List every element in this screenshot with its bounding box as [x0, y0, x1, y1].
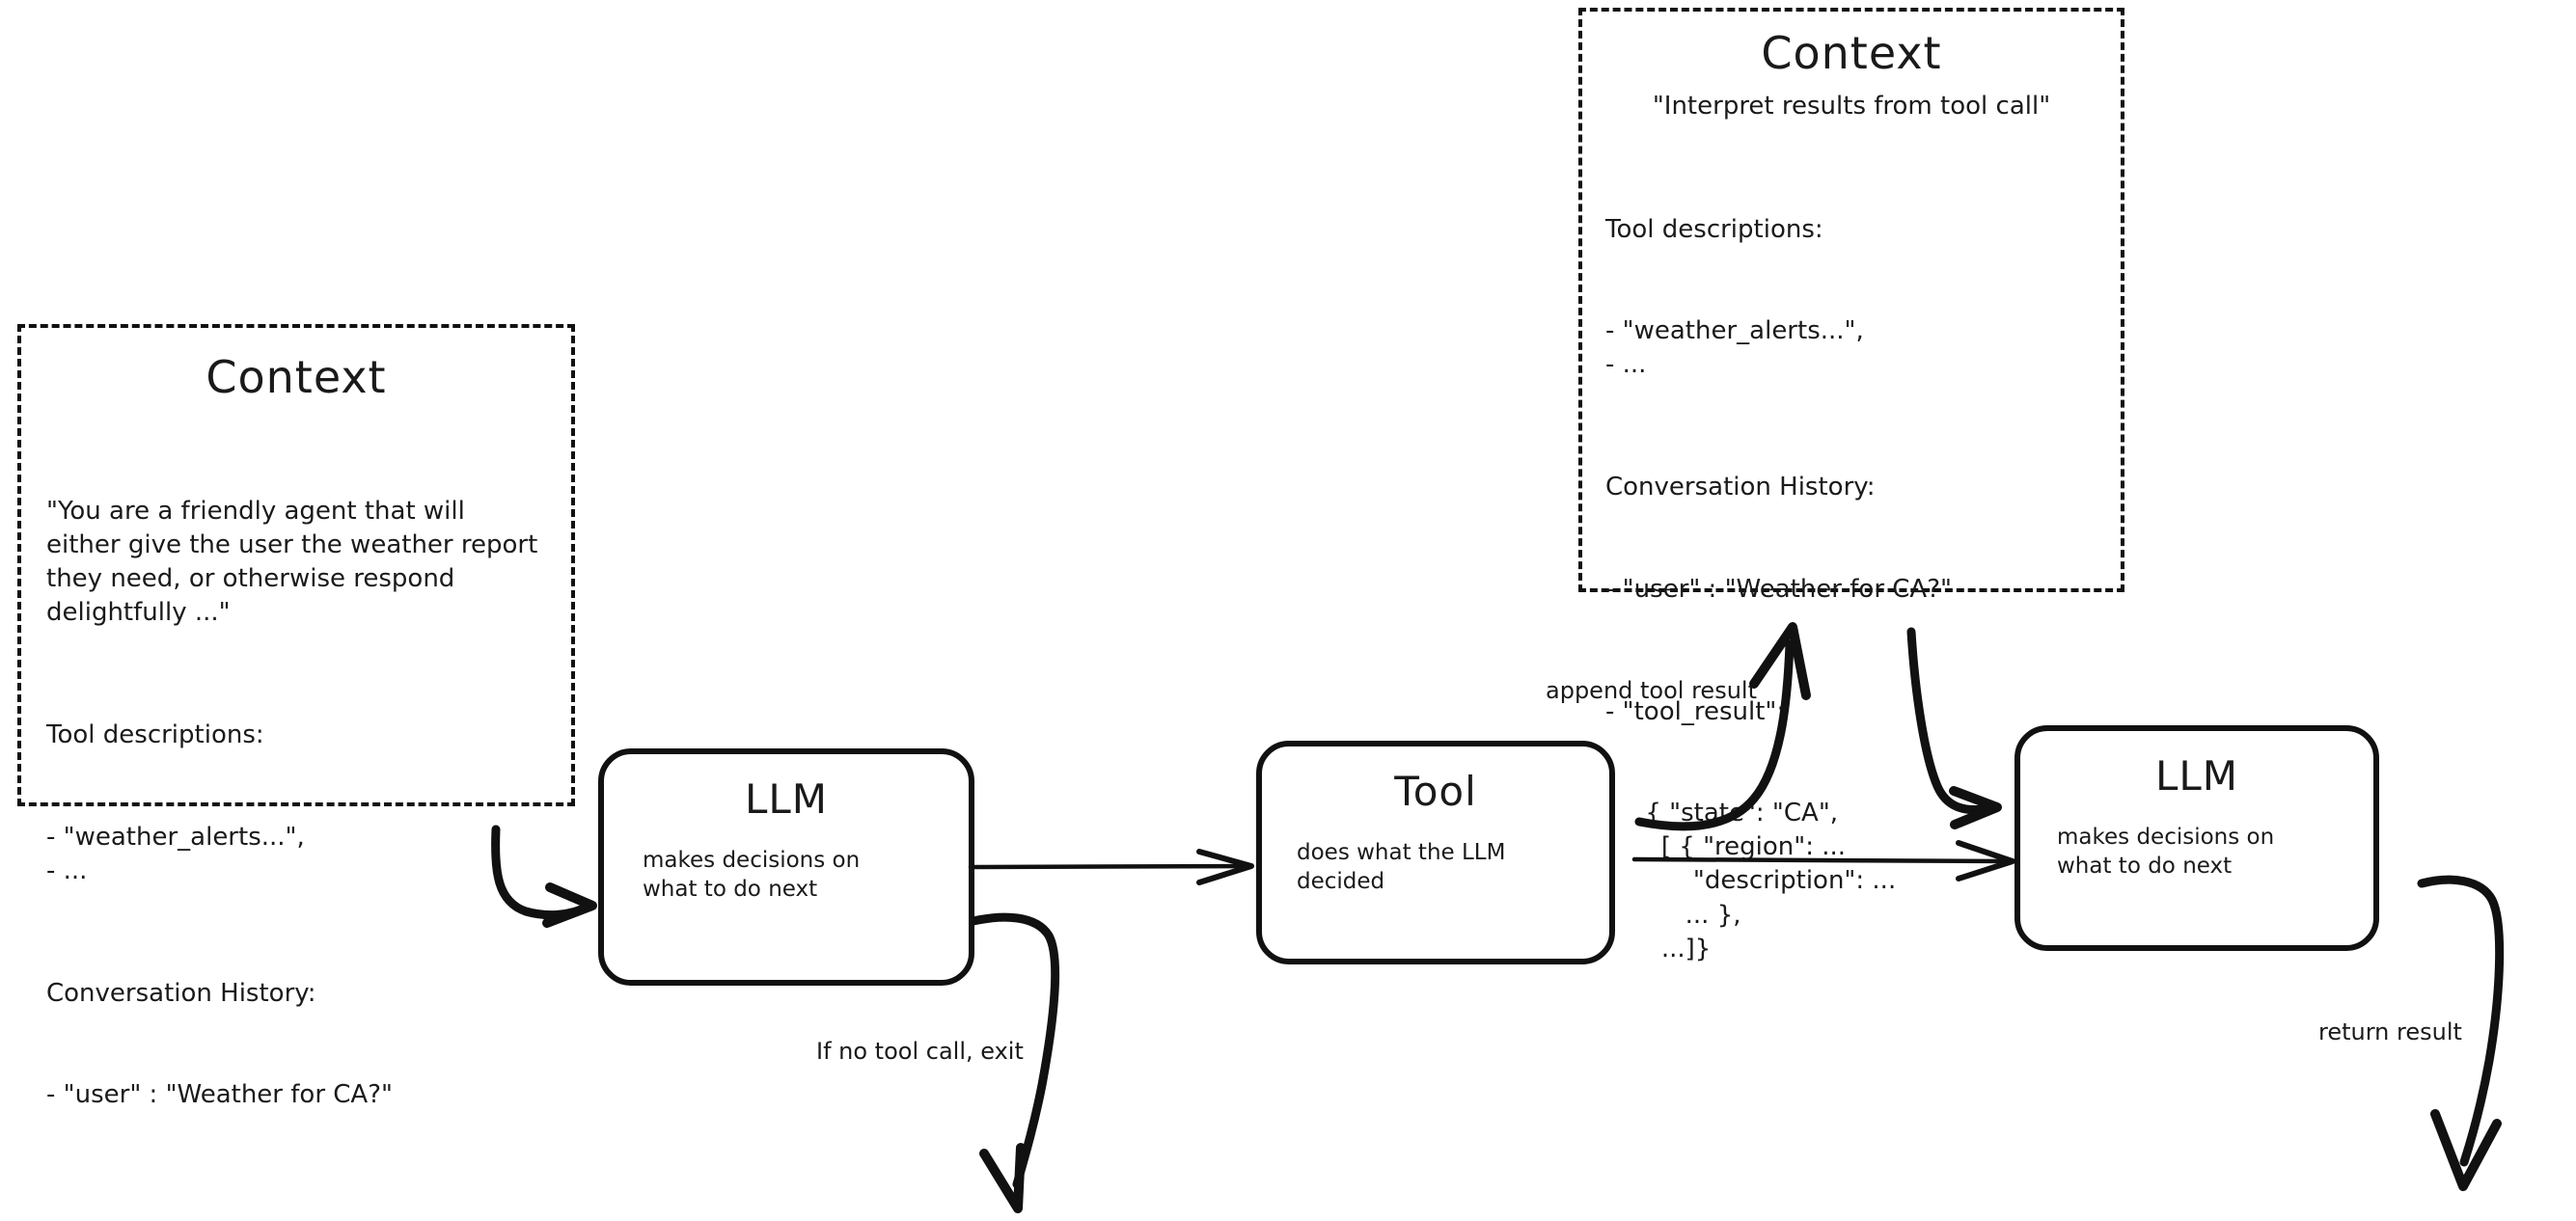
node-llm-second-subtitle: makes decisions on what to do next — [2057, 825, 2275, 879]
context-left-conversation-heading: Conversation History: — [46, 979, 316, 1008]
context-left-conversation-items: - "user" : "Weather for CA?" — [46, 1080, 393, 1110]
node-tool-title: Tool — [1394, 768, 1477, 815]
context-left-tools-items: - "weather_alerts...", - ... — [46, 822, 305, 885]
context-right-tools-heading: Tool descriptions: — [1605, 214, 1823, 244]
arrow-llm1-to-tool — [968, 849, 1254, 885]
node-llm-first-title: LLM — [744, 775, 829, 823]
node-tool[interactable]: Tool does what the LLM decided — [1256, 741, 1615, 964]
context-right-conversation-heading: Conversation History: — [1605, 473, 1876, 502]
node-llm-first[interactable]: LLM makes decisions on what to do next — [598, 748, 974, 986]
node-llm-first-subtitle: makes decisions on what to do next — [643, 848, 861, 902]
edge-label-exit: If no tool call, exit — [816, 1038, 1024, 1065]
context-left-tools-heading: Tool descriptions: — [46, 720, 264, 750]
context-right-tools-items: - "weather_alerts...", - ... — [1605, 316, 1864, 380]
context-left-system-prompt: "You are a friendly agent that will eith… — [46, 496, 546, 628]
context-left-title: Context — [206, 351, 387, 403]
context-left-body: "You are a friendly agent that will eith… — [46, 427, 546, 1180]
context-right-conversation-user: - "user" : "Weather for CA?" — [1605, 574, 1952, 604]
context-box-right: Context "Interpret results from tool cal… — [1578, 8, 2124, 963]
edge-label-return-result: return result — [2318, 1018, 2462, 1045]
node-tool-subtitle: does what the LLM decided — [1297, 840, 1506, 894]
edge-label-append-tool-result: append tool result — [1546, 677, 1757, 704]
context-right-lead: "Interpret results from tool call" — [1652, 91, 2051, 121]
node-llm-second[interactable]: LLM makes decisions on what to do next — [2014, 725, 2379, 951]
node-llm-second-title: LLM — [2154, 752, 2239, 800]
context-right-title: Context — [1761, 27, 1942, 79]
context-box-left: Context "You are a friendly agent that w… — [17, 324, 575, 1109]
